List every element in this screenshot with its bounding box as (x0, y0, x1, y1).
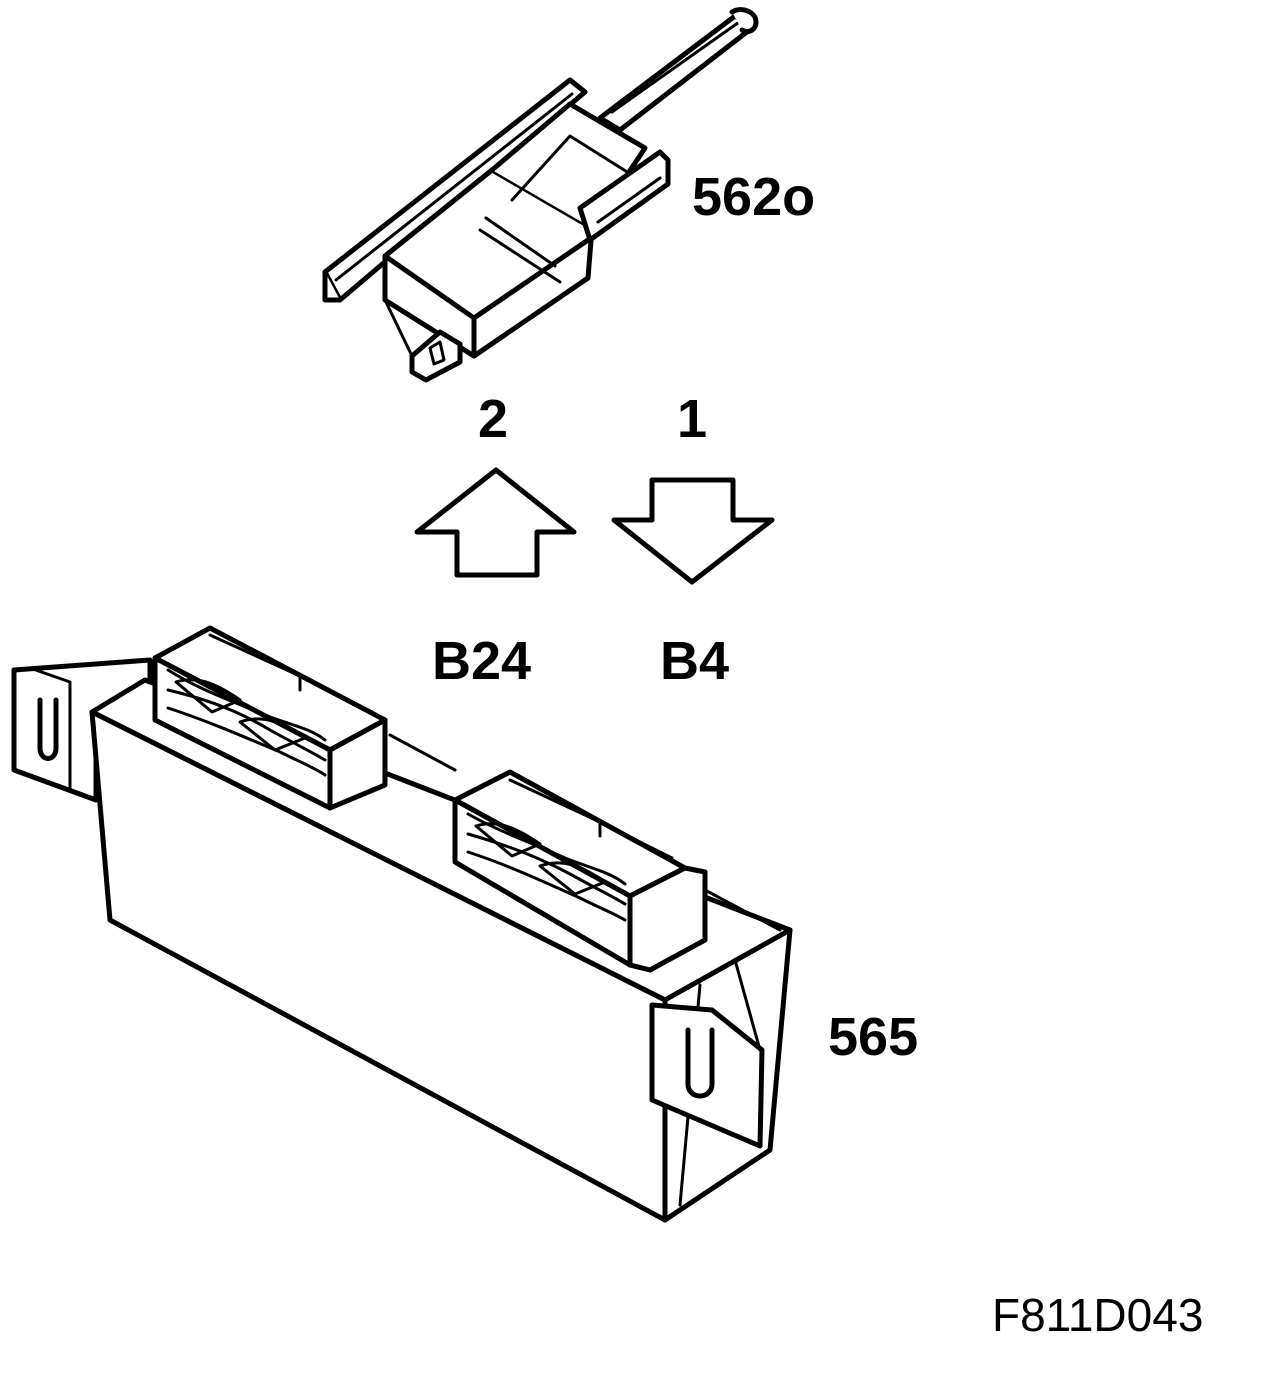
connector-b4-label: B4 (660, 631, 730, 691)
connector-b24-label: B24 (432, 631, 532, 691)
pin-2-label: 2 (478, 389, 509, 449)
module-565-drawing (11, 625, 793, 1223)
arrow-up-icon (414, 467, 577, 578)
sensor-562o-drawing (322, 7, 759, 383)
pin-1-label: 1 (677, 389, 708, 449)
arrow-down-icon (611, 477, 775, 585)
module-label: 565 (828, 1007, 919, 1067)
sensor-label: 562o (692, 167, 816, 227)
figure-code: F811D043 (992, 1289, 1204, 1341)
